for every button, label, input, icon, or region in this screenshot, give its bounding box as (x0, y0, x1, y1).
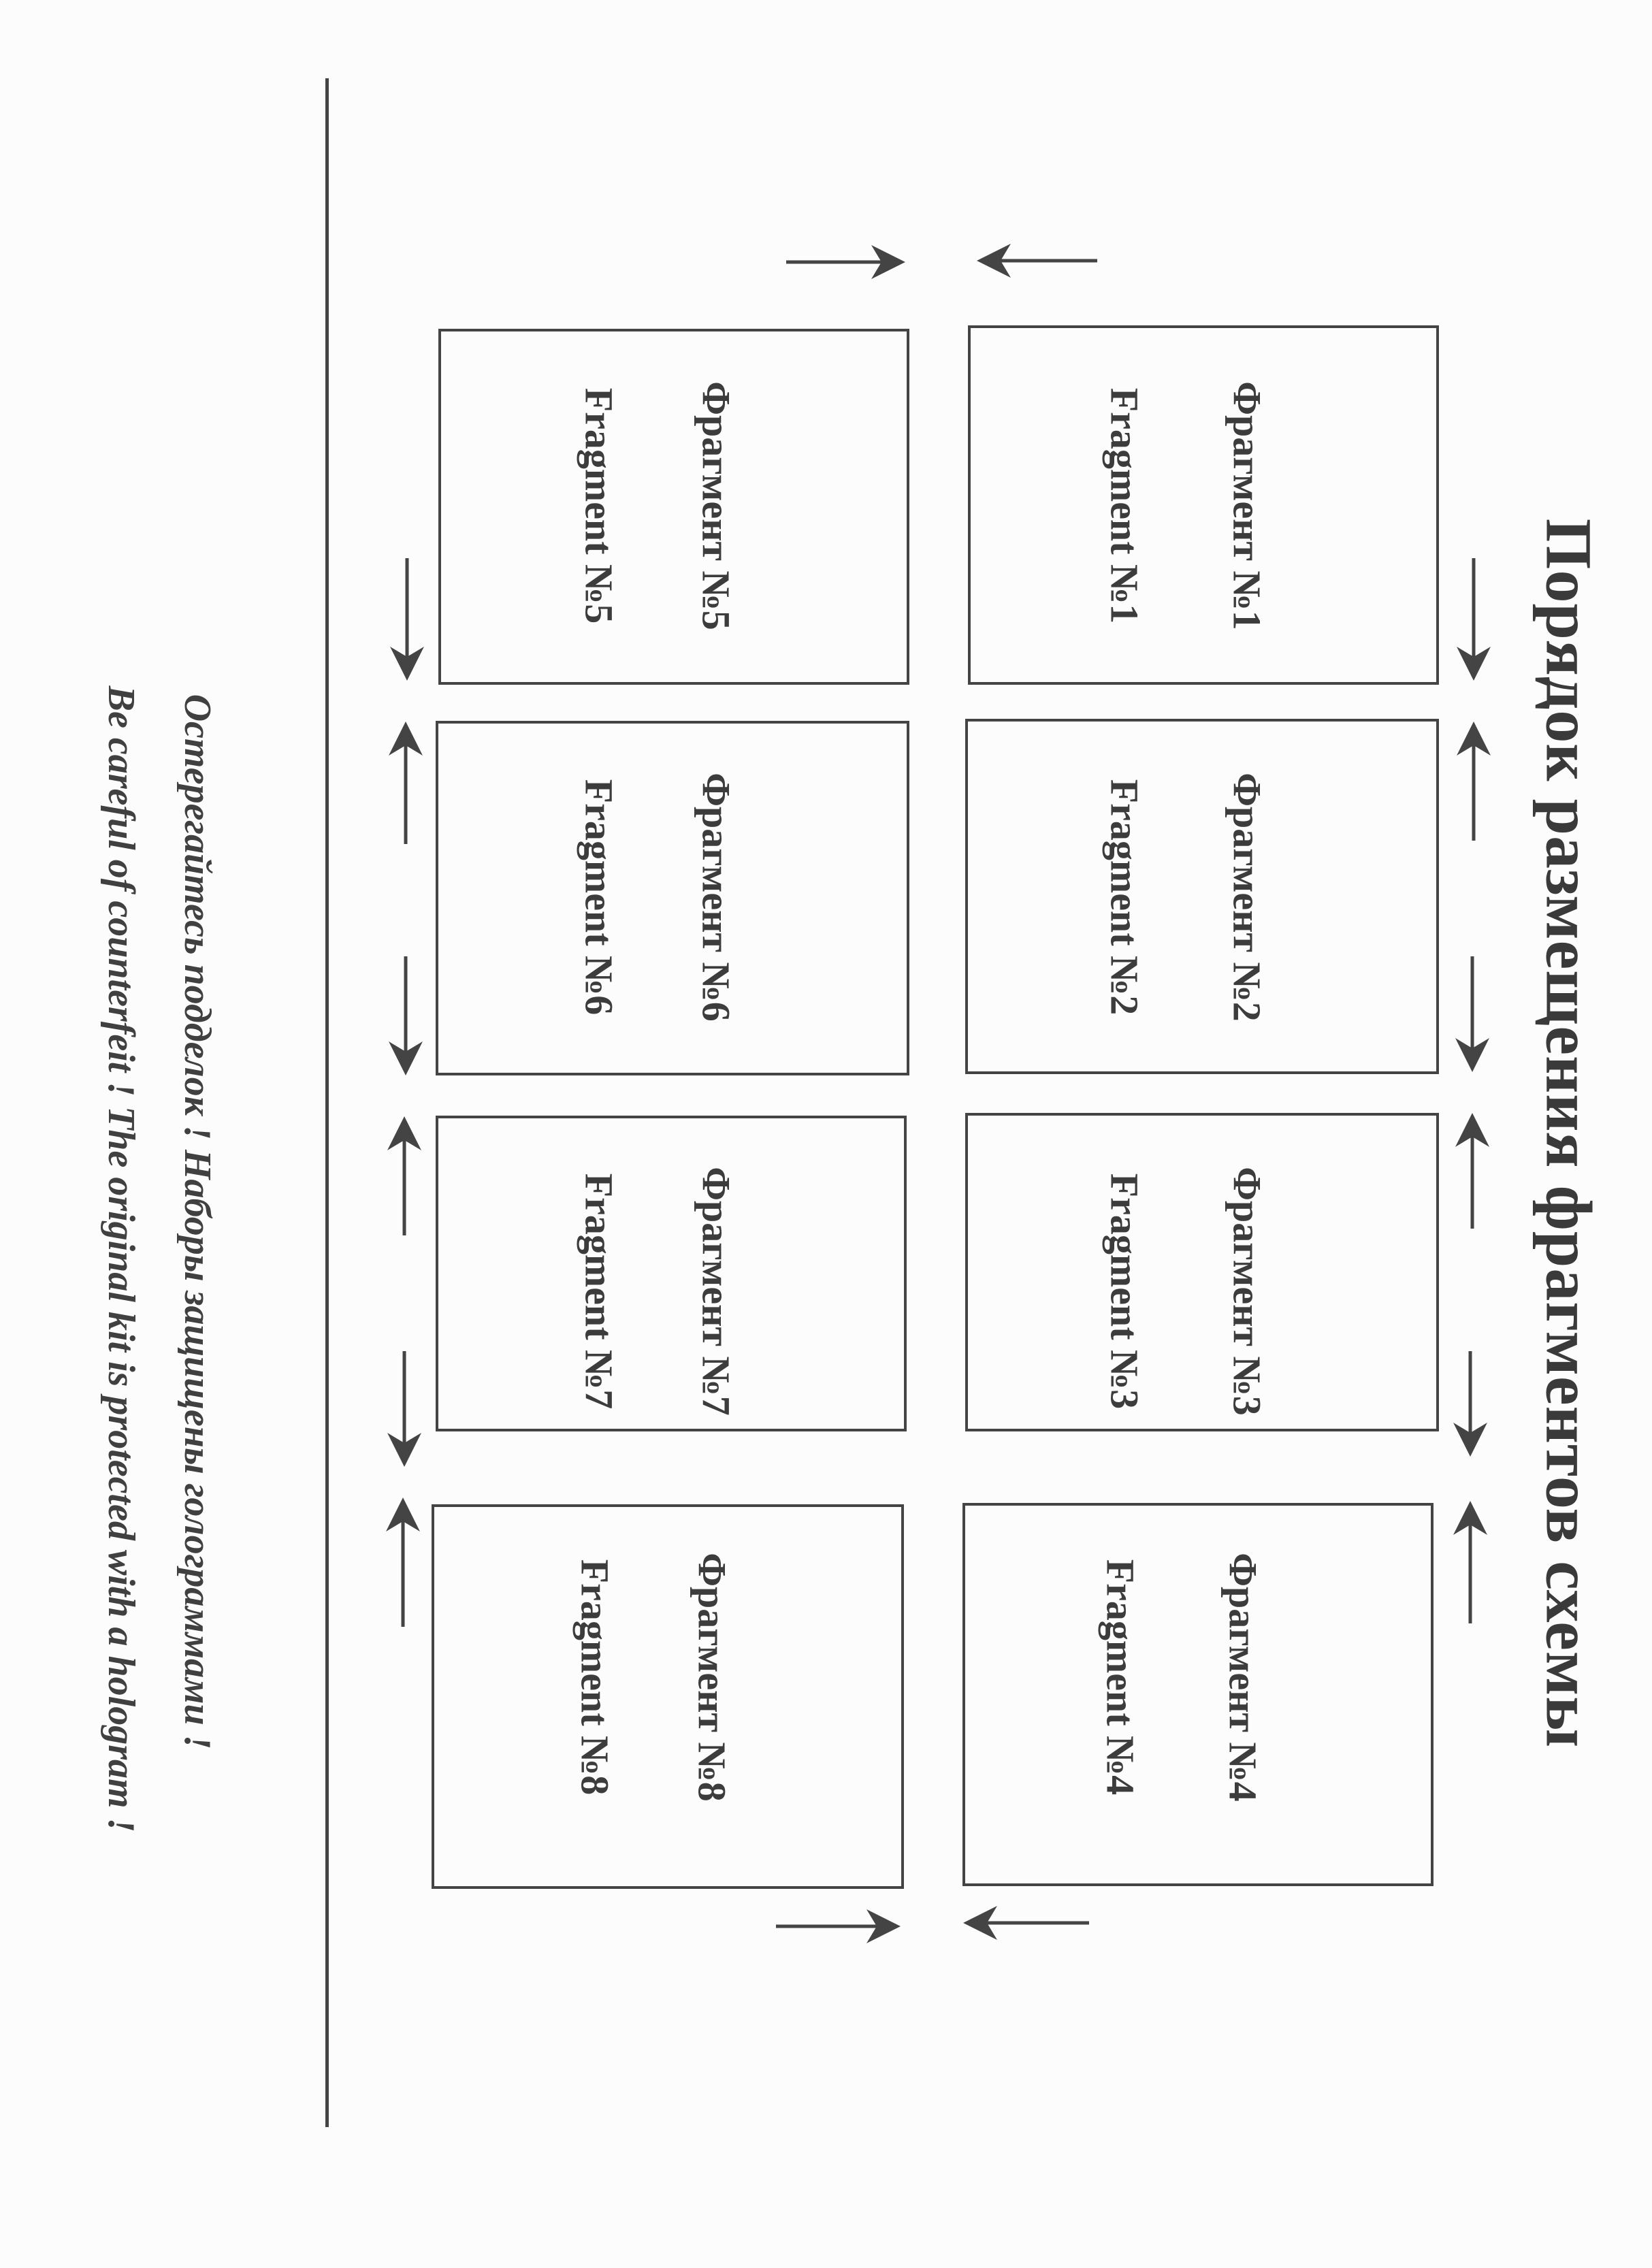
fragment-box-1 (968, 325, 1439, 685)
fragment-box-4 (962, 1503, 1434, 1886)
fragment-box-3 (965, 1113, 1439, 1431)
fragment-box-5 (438, 329, 909, 685)
fragment-box-7 (436, 1116, 907, 1431)
fragment-box-8 (432, 1504, 904, 1889)
fragment-box-6 (436, 721, 909, 1075)
fragment-box-2 (965, 719, 1439, 1074)
divider-line (325, 78, 329, 2127)
